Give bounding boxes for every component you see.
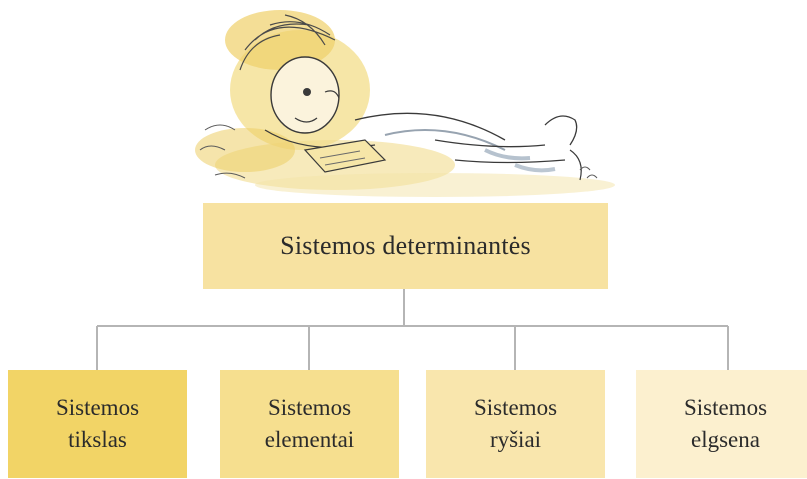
child-node-line1: Sistemos xyxy=(267,395,352,421)
root-node-box: Sistemos determinantės xyxy=(203,203,608,289)
child-node-line1: Sistemos xyxy=(55,395,140,421)
child-node-line2: tikslas xyxy=(68,427,127,452)
root-node-label: Sistemos determinantės xyxy=(280,231,531,260)
child-node-line2: elementai xyxy=(264,427,355,452)
child-node-line2: ryšiai xyxy=(489,427,542,452)
child-node-tikslas: Sistemos tikslas xyxy=(8,370,187,478)
reading-boy-illustration xyxy=(195,10,615,197)
child-node-elgsena: Sistemos elgsena xyxy=(636,370,807,478)
child-node-line1: Sistemos xyxy=(683,395,768,421)
child-node-rysiai: Sistemos ryšiai xyxy=(426,370,605,478)
child-node-elementai: Sistemos elementai xyxy=(220,370,399,478)
child-node-line1: Sistemos xyxy=(473,395,558,421)
child-node-line2: elgsena xyxy=(691,427,760,452)
